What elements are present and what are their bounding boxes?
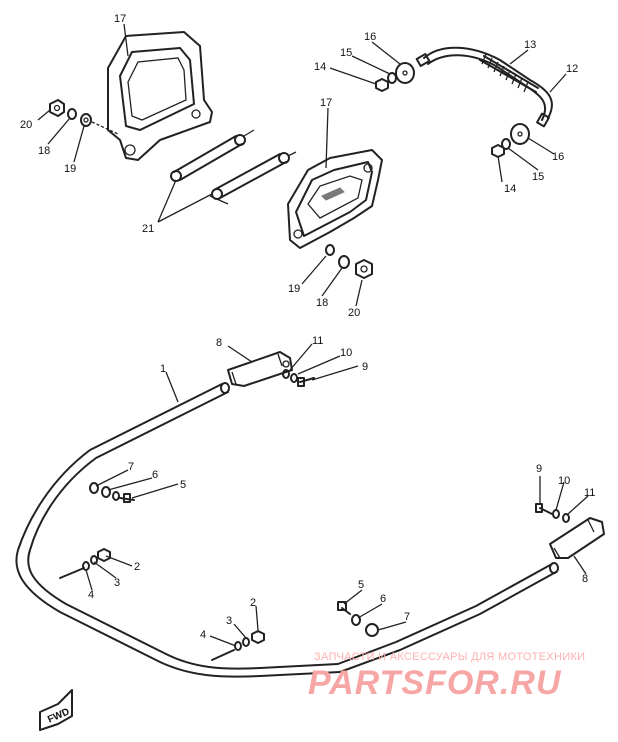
watermark: ЗАПЧАСТИ И АКСЕССУАРЫ ДЛЯ МОТОТЕХНИКИ PA… — [308, 651, 585, 702]
callout-9-right: 9 — [536, 463, 542, 475]
callout-3-left: 3 — [114, 577, 120, 589]
fastener-set-sleeve-right — [535, 503, 570, 523]
callout-5-mid: 5 — [180, 479, 186, 491]
callout-21: 21 — [142, 223, 154, 235]
fastener-set-rod-top — [375, 62, 415, 92]
callout-17-right: 17 — [320, 97, 332, 109]
callout-19-left: 19 — [64, 163, 76, 175]
fastener-set-sleeve-upper — [282, 369, 315, 387]
callout-6-mid: 6 — [152, 469, 158, 481]
callout-17-left: 17 — [114, 13, 126, 25]
callout-15-top: 15 — [340, 47, 352, 59]
callout-11-upper: 11 — [312, 335, 323, 347]
callout-8-right: 8 — [582, 573, 588, 585]
shaft-pair — [170, 129, 297, 205]
callout-16-bottom: 16 — [552, 151, 564, 163]
callout-labels: 17 20 18 19 21 16 15 14 13 12 15 14 16 1… — [20, 13, 595, 641]
callout-14-top: 14 — [314, 61, 326, 73]
watermark-tagline: ЗАПЧАСТИ И АКСЕССУАРЫ ДЛЯ МОТОТЕХНИКИ — [314, 651, 585, 663]
leader-lines — [37, 23, 589, 647]
callout-2-left: 2 — [134, 561, 140, 573]
callout-20-left: 20 — [20, 119, 32, 131]
fastener-set-bottom — [211, 630, 265, 661]
watermark-brand: PARTSFOR.RU — [308, 664, 562, 702]
sleeve-right — [549, 517, 605, 559]
callout-15-bottom: 15 — [532, 171, 544, 183]
callout-16-top: 16 — [364, 31, 376, 43]
callout-2-bottom: 2 — [250, 597, 256, 609]
callout-20-right: 20 — [348, 307, 360, 319]
bracket-right — [287, 149, 383, 249]
callout-5-bottom: 5 — [358, 579, 364, 591]
fwd-marker: FWD — [39, 689, 73, 731]
fastener-set-right — [325, 244, 373, 279]
callout-3-bottom: 3 — [226, 615, 232, 627]
callout-11-right: 11 — [584, 487, 595, 499]
fastener-set-rod-bottom — [491, 123, 530, 158]
fastener-set-mid-left — [89, 482, 135, 503]
sleeve-upper — [227, 351, 293, 387]
callout-10-right: 10 — [558, 475, 570, 487]
callout-1: 1 — [160, 363, 166, 375]
callout-13: 13 — [524, 39, 536, 51]
callout-7-bottom: 7 — [404, 611, 410, 623]
bracket-left — [107, 31, 213, 161]
callout-9-upper: 9 — [362, 361, 368, 373]
callout-8-upper: 8 — [216, 337, 222, 349]
callout-12: 12 — [566, 63, 578, 75]
callout-14-bottom: 14 — [504, 183, 516, 195]
fastener-set-left — [49, 99, 119, 135]
callout-19-right: 19 — [288, 283, 300, 295]
fastener-set-left-lower — [59, 548, 111, 579]
callout-10-upper: 10 — [340, 347, 352, 359]
fastener-set-bottom-right — [337, 601, 379, 637]
handle-rod — [415, 46, 553, 128]
callout-4-bottom: 4 — [200, 629, 206, 641]
callout-7-mid: 7 — [128, 461, 134, 473]
main-bar — [15, 382, 559, 678]
callout-18-right: 18 — [316, 297, 328, 309]
callout-18-left: 18 — [38, 145, 50, 157]
callout-4-left: 4 — [88, 589, 94, 601]
callout-6-bottom: 6 — [380, 593, 386, 605]
